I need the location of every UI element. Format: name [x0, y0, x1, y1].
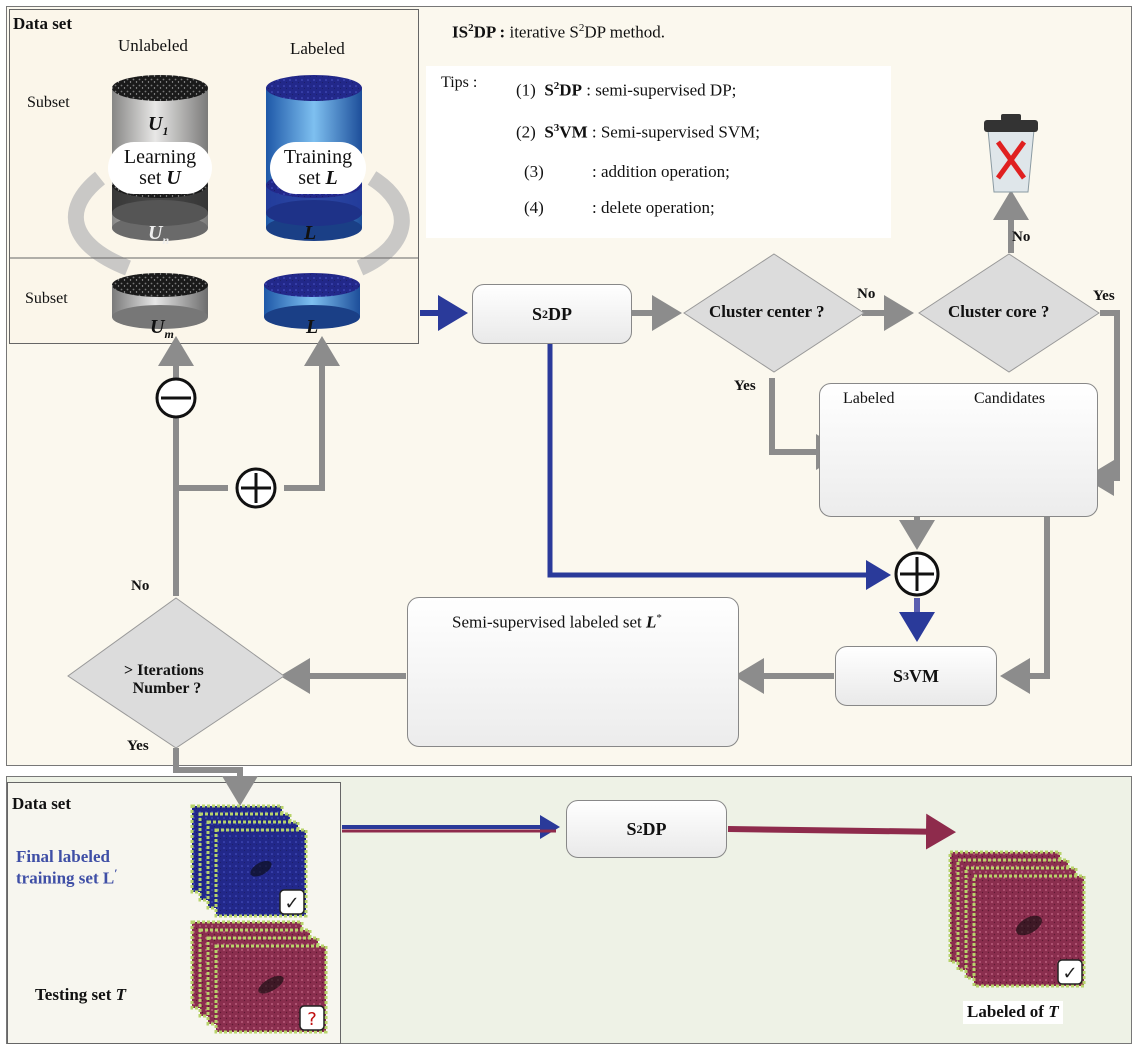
final-labeled-image-stack: ✓	[190, 804, 308, 918]
no-label-core: No	[1012, 229, 1031, 245]
l-label: L	[304, 222, 317, 244]
tip-4-text: : delete operation;	[592, 198, 715, 217]
labeled-of-t-label: Labeled of T	[963, 1001, 1063, 1024]
unlabeled-cylinder	[112, 75, 208, 241]
yes-label-center: Yes	[734, 378, 756, 394]
candidates-label: Candidates	[974, 390, 1046, 407]
un-label: Un	[148, 222, 170, 247]
labeled-label: Labeled	[290, 39, 345, 58]
plus-merge-icon	[894, 551, 940, 597]
testing-image-stack: ?	[190, 920, 328, 1034]
yes-label-core: Yes	[1093, 288, 1115, 304]
dataset-label-bottom: Data set	[12, 794, 72, 813]
unlabeled-label: Unlabeled	[118, 36, 188, 55]
tip-3-text: : addition operation;	[592, 162, 730, 181]
check-mark-icon: ✓	[1062, 963, 1077, 984]
tip-1: (1) S2DP : semi-supervised DP;	[516, 80, 737, 100]
plus-operation-icon	[235, 467, 277, 509]
labeled-of-t-image-stack: ✓	[948, 850, 1086, 988]
subset-label-1: Subset	[27, 94, 70, 111]
um-label: Um	[150, 316, 174, 341]
dataset-label-top: Data set	[13, 14, 73, 33]
cluster-center-label: Cluster center ?	[709, 302, 825, 321]
question-mark-icon: ?	[307, 1009, 317, 1030]
labeled-candidates-box	[819, 383, 1098, 517]
check-mark-icon: ✓	[284, 893, 299, 914]
u1-label: U1	[148, 113, 169, 138]
semi-supervised-label: Semi-supervised labeled set L*	[452, 612, 662, 632]
yes-label-iterations: Yes	[127, 738, 149, 754]
testing-set-label: Testing set T	[35, 985, 126, 1004]
tips-box	[426, 66, 891, 238]
training-set-pill: Training set L	[270, 142, 366, 194]
semi-supervised-box	[407, 597, 739, 747]
no-label-center: No	[857, 286, 876, 302]
learning-set-pill: Learning set U	[108, 142, 212, 194]
tip-2: (2) S3VM : Semi-supervised SVM;	[516, 122, 760, 142]
labeled-small-label: Labeled	[843, 390, 895, 407]
tip-3-num: (3)	[524, 162, 544, 181]
cluster-core-diamond	[918, 253, 1100, 373]
subset-label-2: Subset	[25, 290, 68, 307]
cluster-core-label: Cluster core ?	[948, 302, 1050, 321]
subset-um-cylinder	[112, 273, 208, 329]
method-title: IS2DP : iterative S2DP method.	[452, 22, 665, 42]
trash-bin-icon	[984, 114, 1038, 193]
cluster-center-diamond	[683, 253, 865, 373]
tip-4-num: (4)	[524, 198, 544, 217]
iterations-diamond	[67, 597, 285, 749]
minus-operation-icon	[155, 377, 197, 419]
subset-l-cylinder	[264, 273, 360, 329]
no-label-iterations: No	[131, 578, 150, 594]
tips-title: Tips :	[441, 74, 478, 91]
lm-label: L	[306, 316, 319, 338]
